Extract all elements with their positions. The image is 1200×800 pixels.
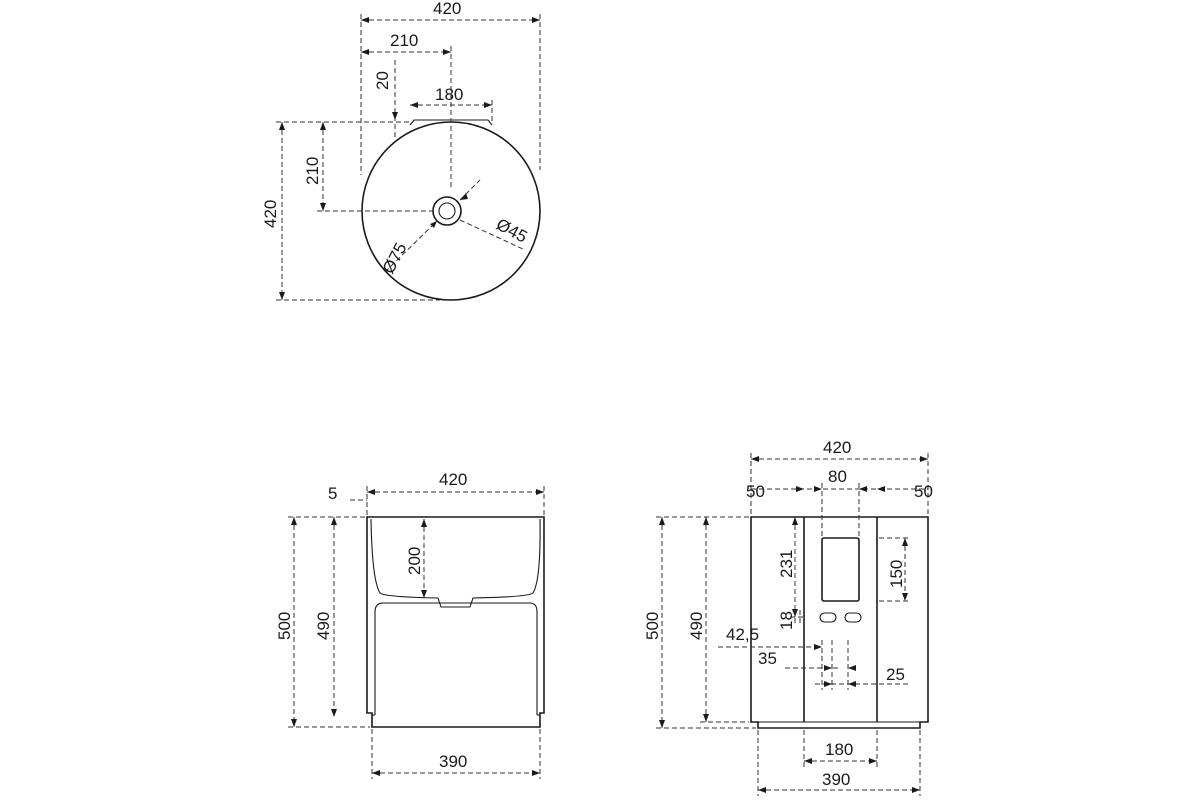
lower-cavity (374, 602, 538, 715)
top-width-label: 420 (433, 0, 461, 18)
back-bracket-label: 18 (777, 611, 796, 630)
back-cutout-height-label: 231 (777, 550, 796, 578)
drain-inner (438, 202, 456, 220)
top-mount-width-label: 180 (435, 85, 463, 104)
side-view: 420 5 500 490 200 390 (275, 470, 545, 779)
drain-outer-label: Ø75 (379, 240, 411, 277)
back-width-label: 420 (823, 438, 851, 457)
top-depth-label: 420 (261, 200, 280, 228)
back-left-margin-label: 50 (746, 482, 765, 501)
top-half-depth-label: 210 (303, 157, 322, 185)
back-base-width-label: 390 (822, 770, 850, 789)
back-body-height-label: 490 (687, 612, 706, 640)
drain-outer (432, 196, 462, 226)
hole-left (819, 612, 837, 623)
top-view: 420 210 20 180 420 210 Ø75 (261, 0, 541, 301)
back-slot-height-label: 150 (887, 560, 906, 588)
back-pipe-offset-label: 42,5 (726, 625, 759, 644)
back-panel-width-label: 80 (828, 467, 847, 486)
back-right-margin-label: 50 (914, 482, 933, 501)
back-pipe-spacing-label: 35 (758, 649, 777, 668)
side-base-width-label: 390 (439, 752, 467, 771)
drain-inner-label: Ø45 (493, 215, 530, 247)
top-half-width-label: 210 (390, 31, 418, 50)
side-bowl-depth-label: 200 (405, 547, 424, 575)
back-view: 420 80 50 50 500 490 231 (643, 438, 933, 796)
bowl-inner (370, 518, 541, 608)
back-inner-width-label: 180 (825, 740, 853, 759)
side-body-height-label: 490 (314, 612, 333, 640)
back-slot (821, 537, 860, 602)
side-lip-label: 5 (328, 484, 337, 503)
side-body-outline (366, 516, 545, 728)
top-offset-label: 20 (373, 71, 392, 90)
side-top-width-label: 420 (439, 470, 467, 489)
back-pipe-gap-label: 25 (886, 665, 905, 684)
back-height-label: 500 (643, 612, 662, 640)
side-height-label: 500 (275, 612, 294, 640)
hole-right (844, 612, 862, 623)
